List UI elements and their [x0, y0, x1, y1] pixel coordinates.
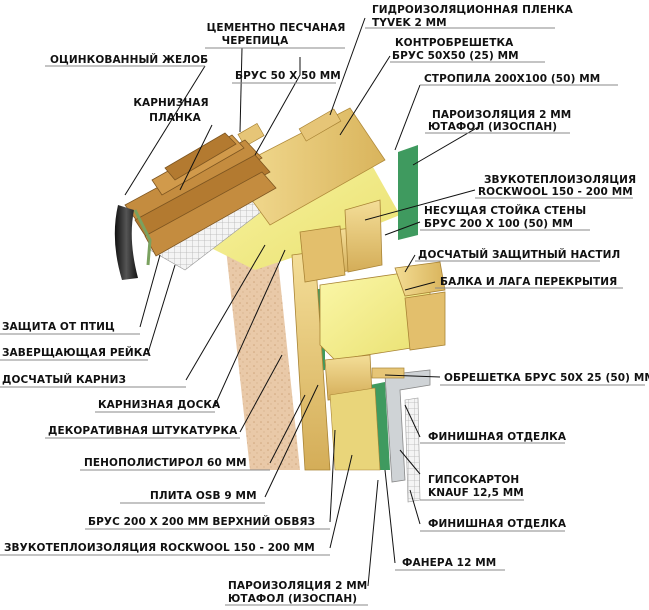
label-eaves-board: КАРНИЗНАЯ ДОСКА [98, 399, 221, 411]
label-plaster: ДЕКОРАТИВНАЯ ШТУКАТУРКА [48, 425, 238, 437]
label-drywall-2: KNAUF 12,5 ММ [428, 487, 524, 499]
label-tile-1: ЦЕМЕНТНО ПЕСЧАНАЯ [206, 22, 346, 34]
gutter-bracket [133, 209, 152, 266]
floor-board [394, 261, 446, 297]
label-waterproof-2: TYVEK 2 ММ [372, 17, 447, 29]
label-tile-2: ЧЕРЕПИЦА [221, 35, 289, 47]
label-sound-bottom: ЗВУКОТЕПЛОИЗОЛЯЦИЯ ROCKWOOL 150 - 200 ММ [4, 542, 315, 554]
vapor-barrier-upper [398, 145, 418, 240]
label-eaves-plank-1: КАРНИЗНАЯ [133, 97, 209, 109]
label-lath: ОБРЕШЕТКА БРУС 50Х 25 (50) ММ [444, 372, 649, 384]
label-gutter: ОЦИНКОВАННЫЙ ЖЕЛОБ [50, 54, 209, 66]
wall-insulation-lower [329, 387, 381, 471]
roof-tiles [124, 132, 277, 257]
label-eaves-plank-2: ПЛАНКА [149, 112, 201, 124]
label-rafters: СТРОПИЛА 200Х100 (50) ММ [424, 73, 601, 85]
label-counter-2: БРУС 50Х50 (25) ММ [392, 50, 519, 62]
counter-batten [298, 108, 342, 142]
drywall-sheet [384, 369, 431, 483]
load-bearing-post [344, 199, 383, 273]
label-osb: ПЛИТА OSB 9 ММ [150, 490, 257, 502]
label-post-2: БРУС 200 Х 100 (50) ММ [424, 218, 574, 230]
plaster-layer [225, 232, 300, 470]
label-sound-top-2: ROCKWOOL 150 - 200 ММ [478, 186, 633, 198]
label-finish-2: ФИНИШНАЯ ОТДЕЛКА [428, 518, 567, 530]
label-vapor-bottom-1: ПАРОИЗОЛЯЦИЯ 2 ММ [228, 580, 368, 592]
gutter [114, 205, 138, 280]
label-plywood: ФАНЕРА 12 ММ [402, 557, 497, 569]
lath-batten [371, 367, 405, 379]
floor-board-2 [404, 291, 446, 351]
label-board-floor: ДОСЧАТЫЙ ЗАЩИТНЫЙ НАСТИЛ [418, 249, 621, 261]
finish-panel [404, 397, 421, 503]
label-bird: ЗАЩИТА ОТ ПТИЦ [2, 321, 115, 333]
label-counter-1: КОНТРОБРЕШЕТКА [395, 37, 514, 49]
label-drywall-1: ГИПСОКАРТОН [428, 474, 520, 486]
label-vapor-top-1: ПАРОИЗОЛЯЦИЯ 2 ММ [432, 109, 572, 121]
top-plate-beam [299, 225, 346, 283]
label-joist: БАЛКА И ЛАГА ПЕРЕКРЫТИЯ [440, 276, 618, 288]
leader-lines [124, 17, 481, 587]
label-post-1: НЕСУЩАЯ СТОЙКА СТЕНЫ [424, 205, 587, 217]
label-top-beam: БРУС 200 Х 200 ММ ВЕРХНИЙ ОБВЯЗ [88, 516, 316, 528]
label-finish-1: ФИНИШНАЯ ОТДЕЛКА [428, 431, 567, 443]
label-waterproof-1: ГИДРОИЗОЛЯЦИОННАЯ ПЛЕНКА [372, 4, 573, 16]
label-vapor-bottom-2: ЮТАФОЛ (ИЗОСПАН) [228, 593, 358, 605]
label-finish-rail: ЗАВЕРЩАЮЩАЯ РЕЙКА [2, 347, 151, 359]
label-eps: ПЕНОПОЛИСТИРОЛ 60 ММ [84, 457, 247, 469]
label-beam50: БРУС 50 Х 50 ММ [235, 70, 341, 82]
label-frames [0, 27, 645, 606]
label-board-eaves: ДОСЧАТЫЙ КАРНИЗ [2, 374, 127, 386]
label-sound-top-1: ЗВУКОТЕПЛОИЗОЛЯЦИЯ [484, 174, 637, 186]
label-vapor-top-2: ЮТАФОЛ (ИЗОСПАН) [428, 121, 558, 133]
